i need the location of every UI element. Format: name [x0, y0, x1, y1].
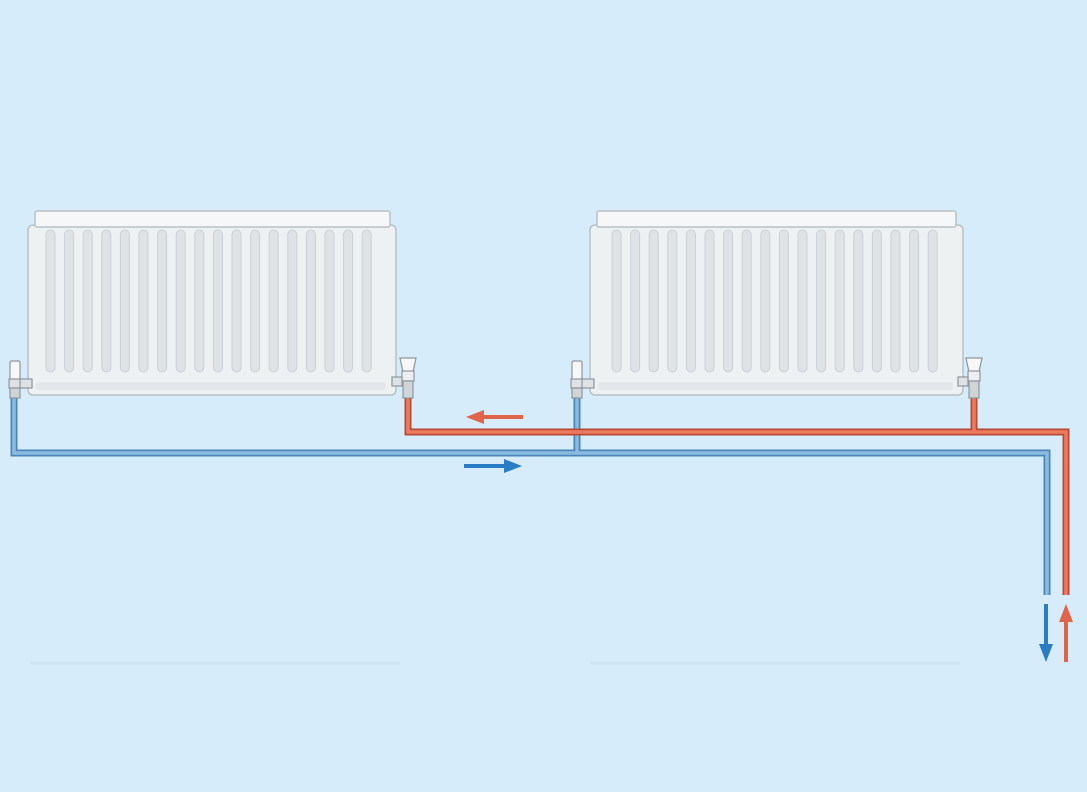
radiator-fin [45, 229, 56, 373]
radiator-fin [287, 229, 298, 373]
return-pipe [10, 398, 1051, 595]
radiator-fin [909, 229, 920, 373]
radiator-fin [343, 229, 354, 373]
radiator-fin [667, 229, 678, 373]
radiator-fin [704, 229, 715, 373]
radiator-fin [685, 229, 696, 373]
radiator-fin [630, 229, 641, 373]
radiator-fin [797, 229, 808, 373]
radiator-fin [927, 229, 938, 373]
cold-arrow-vertical-icon [1039, 604, 1053, 662]
radiator-top-cap [34, 210, 391, 228]
radiator-bottom [598, 382, 953, 390]
radiator-fin [890, 229, 901, 373]
radiator-right [589, 210, 964, 396]
radiator-top-cap [596, 210, 957, 228]
valve-right-return [570, 360, 595, 399]
radiator-fin [250, 229, 261, 373]
radiator-left [27, 210, 397, 396]
radiator-fin [834, 229, 845, 373]
radiator-fin [305, 229, 316, 373]
radiator-fin [723, 229, 734, 373]
radiator-fins [611, 229, 938, 373]
radiator-fins [45, 229, 372, 373]
radiator-fin [324, 229, 335, 373]
radiator-fin [101, 229, 112, 373]
radiator-fin [157, 229, 168, 373]
valve-left-return [8, 360, 33, 399]
radiator-fin [268, 229, 279, 373]
radiator-bottom [36, 382, 386, 390]
radiator-fin [361, 229, 372, 373]
radiator-fin [175, 229, 186, 373]
radiator-fin [138, 229, 149, 373]
radiator-body [589, 224, 964, 396]
radiator-fin [816, 229, 827, 373]
radiator-fin [760, 229, 771, 373]
radiator-fin [212, 229, 223, 373]
valve-left-flow [391, 357, 417, 399]
radiator-fin [853, 229, 864, 373]
radiator-fin [194, 229, 205, 373]
cold-arrow-horizontal-icon [464, 459, 522, 473]
radiator-fin [231, 229, 242, 373]
radiator-fin [82, 229, 93, 373]
valve-right-flow [957, 357, 983, 399]
flow-pipe [404, 398, 1070, 595]
radiator-fin [119, 229, 130, 373]
radiator-fin [648, 229, 659, 373]
radiator-fin [64, 229, 75, 373]
radiator-fin [778, 229, 789, 373]
hot-arrow-horizontal-icon [466, 410, 523, 424]
radiator-fin [741, 229, 752, 373]
radiator-fin [611, 229, 622, 373]
hot-arrow-vertical-icon [1059, 604, 1073, 662]
radiator-fin [871, 229, 882, 373]
